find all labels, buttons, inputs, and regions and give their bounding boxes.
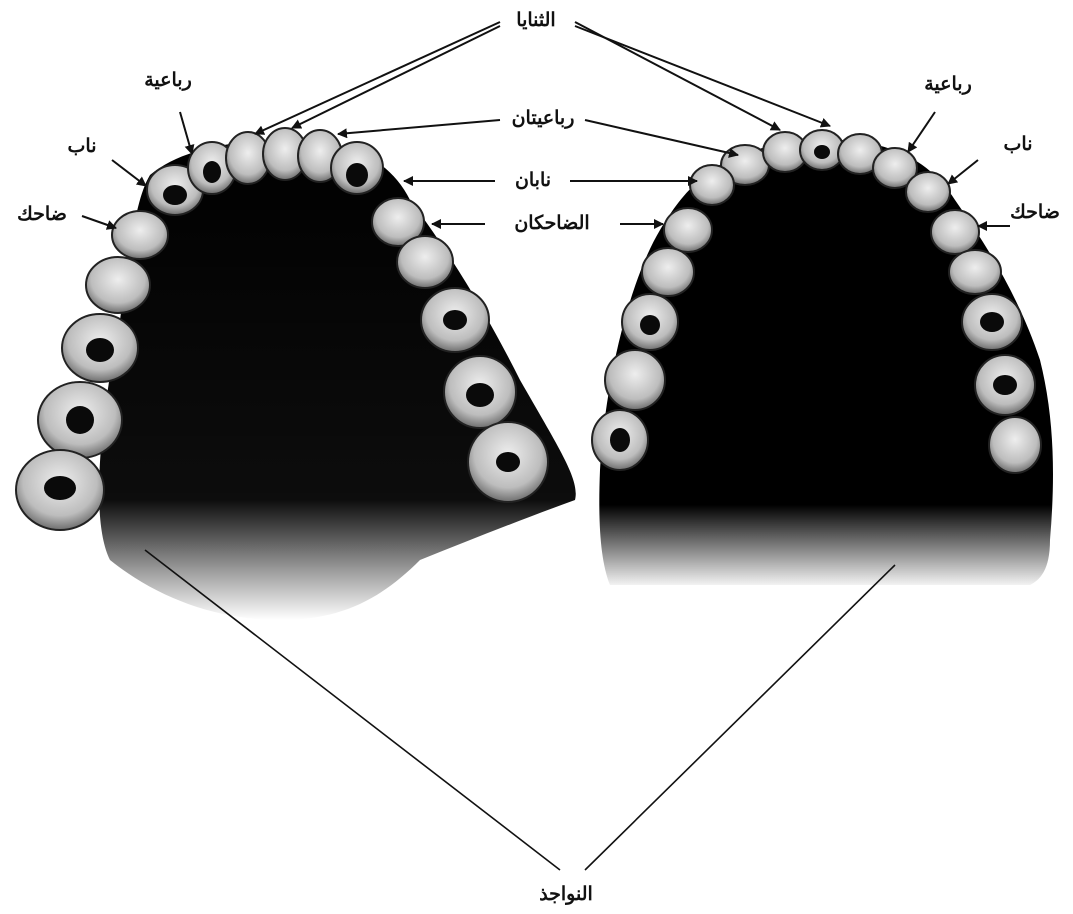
lower-jaw-image	[592, 130, 1053, 585]
label-premolar-left: ضاحك	[17, 203, 67, 225]
label-premolars-pair: الضاحكان	[514, 212, 589, 234]
label-lateral-incisors-pair: رباعيتان	[512, 107, 575, 129]
label-premolar-right: ضاحك	[1010, 201, 1060, 223]
label-molars: النواجذ	[539, 883, 593, 905]
label-canines-pair: نابان	[515, 169, 551, 191]
label-canine-right: ناب	[1004, 133, 1033, 155]
label-canine-left: ناب	[68, 135, 97, 157]
label-incisors: الثنايا	[516, 9, 555, 31]
label-lateral-incisor-left: رباعية	[144, 69, 192, 91]
label-lateral-incisor-right: رباعية	[924, 73, 972, 95]
upper-jaw-image	[16, 128, 576, 620]
